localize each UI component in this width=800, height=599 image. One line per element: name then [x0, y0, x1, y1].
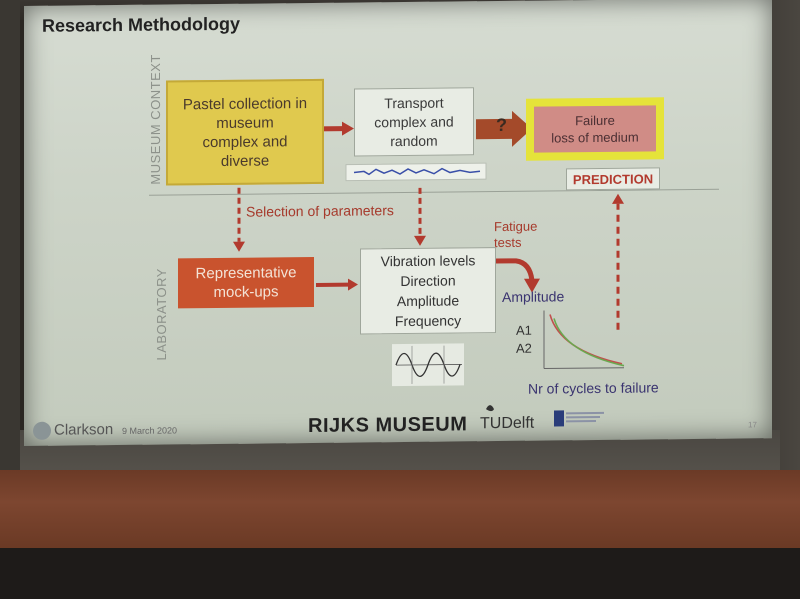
footer-clarkson: Clarkson — [54, 421, 114, 439]
wooden-panel — [0, 470, 800, 550]
tudelft-flame-icon — [486, 405, 494, 412]
clarkson-logo-icon — [33, 421, 51, 440]
room-wall-left — [0, 0, 20, 470]
sine-wave — [395, 352, 461, 378]
waveform-strip — [345, 162, 487, 182]
footer-rijksmuseum: RIJKS MUSEUM — [308, 413, 468, 438]
sine-axis — [396, 364, 462, 366]
arrowhead-pastel-down — [233, 241, 245, 252]
box-transport: Transport complex and random — [354, 87, 474, 157]
graph-a1-label: A1 — [516, 322, 532, 338]
footer-date: 9 March 2020 — [122, 425, 178, 436]
arrowhead-mockups-to-vibration — [348, 278, 358, 291]
diagram-connectors — [33, 110, 625, 440]
selection-of-parameters-label: Selection of parameters — [246, 202, 394, 220]
footer-page-number: 17 — [748, 420, 757, 430]
arrowhead-to-prediction — [612, 193, 624, 204]
arrowhead-pastel-to-transport — [342, 121, 354, 136]
projected-slide: Research Methodology MUSEUM CONTEXT LABO… — [24, 0, 772, 446]
graph-x-axis — [544, 367, 624, 370]
arrowhead-fatigue — [524, 278, 540, 293]
fatigue-curve-arrow — [496, 258, 535, 282]
ministry-text-line — [566, 411, 604, 415]
arrow-transport-to-failure — [476, 110, 532, 147]
ministry-text-line — [566, 420, 596, 423]
box-failure: Failure loss of medium — [534, 105, 656, 153]
graph-xlabel: Nr of cycles to failure — [528, 379, 659, 397]
ministry-logo-icon — [554, 410, 564, 427]
graph-ylabel: Amplitude — [502, 288, 565, 305]
floor — [0, 548, 800, 599]
arrowhead-transport-down — [414, 235, 426, 246]
fatigue-tests-label: Fatigue tests — [494, 218, 538, 251]
box-vibration-levels: Vibration levels Direction Amplitude Fre… — [360, 247, 496, 335]
footer-tudelft: TUDelft — [480, 414, 535, 433]
box-pastel-collection: Pastel collection in museum complex and … — [166, 78, 324, 186]
question-mark: ? — [496, 114, 507, 136]
fatigue-curve-green — [553, 318, 625, 367]
waveform-signal — [353, 167, 481, 176]
fatigue-curve-red — [549, 314, 623, 365]
box-mockups: Representative mock-ups — [178, 256, 314, 309]
box-prediction: PREDICTION — [566, 167, 660, 191]
graph-a2-label: A2 — [516, 340, 532, 356]
ministry-text-line — [566, 415, 600, 419]
